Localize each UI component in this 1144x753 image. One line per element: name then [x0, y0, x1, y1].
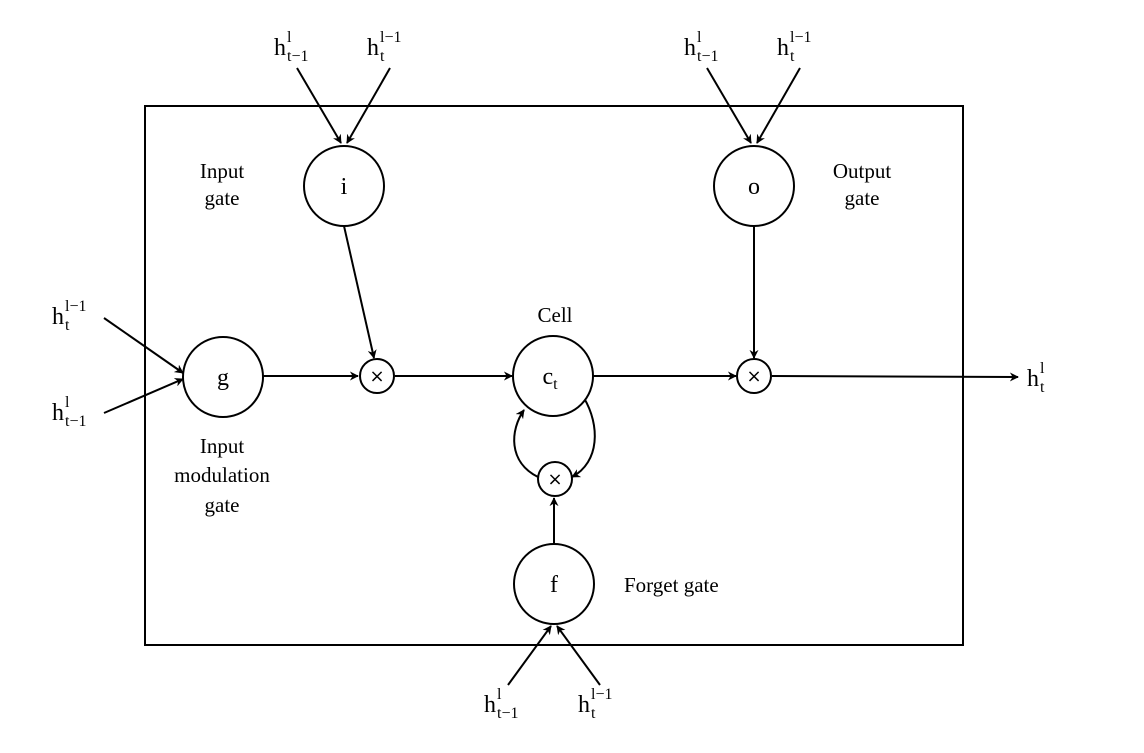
- hidden-input-prev-time-base: h: [274, 35, 286, 61]
- hidden-input-prev-layer-sup: l−1: [790, 29, 811, 46]
- modulation-gate-label-line3: gate: [205, 493, 240, 517]
- arrow-input-to-g-gate-prev-layer: [103, 317, 184, 374]
- arrow-input-to-f-gate-prev-time: [507, 625, 552, 686]
- hidden-input-prev-layer-sub: t: [790, 48, 795, 65]
- forget-gate-symbol: f: [550, 572, 558, 598]
- forget-multiply-node: ×: [537, 461, 573, 497]
- hidden-input-prev-time-sub: t−1: [497, 705, 518, 722]
- input-multiply-symbol: ×: [369, 366, 384, 387]
- cell-symbol-subscript: t: [553, 376, 558, 393]
- hidden-input-prev-layer-sub: t: [65, 317, 70, 334]
- hidden-input-prev-layer-sup: l−1: [65, 298, 86, 315]
- hidden-input-prev-layer-label: h l−1 t: [367, 29, 401, 65]
- hidden-input-prev-time-sup: l: [697, 29, 702, 46]
- hidden-input-prev-layer-label: h l−1 t: [578, 686, 612, 722]
- hidden-input-prev-layer-sup: l−1: [380, 29, 401, 46]
- arrow-cell-to-forget-multiply: [571, 397, 596, 478]
- hidden-input-prev-time-sub: t−1: [287, 48, 308, 65]
- input-gate-label-line1: Input: [200, 159, 244, 183]
- hidden-input-prev-layer-base: h: [367, 35, 379, 61]
- hidden-input-prev-time-sup: l: [287, 29, 292, 46]
- arrow-input-to-f-gate-prev-layer: [556, 625, 601, 686]
- modulation-gate-label-line2: modulation: [174, 463, 270, 487]
- arrow-input-to-i-gate-prev-layer: [346, 67, 391, 144]
- hidden-output-label: h l t: [1027, 360, 1045, 396]
- hidden-input-prev-time-sup: l: [65, 394, 70, 411]
- input-gate-label-line2: gate: [205, 186, 240, 210]
- modulation-gate-symbol: g: [217, 365, 229, 391]
- input-gate-symbol: i: [341, 174, 348, 200]
- modulation-gate-label-line1: Input: [200, 434, 244, 458]
- arrow-i-to-input-multiply: [343, 225, 377, 359]
- cell-label: Cell: [538, 303, 573, 327]
- arrow-input-to-o-gate-prev-time: [706, 67, 752, 144]
- hidden-input-prev-layer-sub: t: [591, 705, 596, 722]
- input-multiply-node: ×: [359, 358, 395, 394]
- arrow-input-to-o-gate-prev-layer: [756, 67, 801, 144]
- forget-gate-label: Forget gate: [624, 573, 719, 597]
- hidden-input-prev-time-base: h: [484, 692, 496, 718]
- hidden-output-sub: t: [1040, 379, 1045, 396]
- forget-gate-node: f: [513, 543, 595, 625]
- cell-boundary: [144, 105, 964, 646]
- hidden-input-prev-layer-base: h: [52, 304, 64, 330]
- hidden-input-prev-time-sup: l: [497, 686, 502, 703]
- arrow-input-to-i-gate-prev-time: [296, 67, 342, 144]
- hidden-input-prev-time-sub: t−1: [697, 48, 718, 65]
- forget-multiply-symbol: ×: [547, 469, 562, 490]
- hidden-input-prev-layer-label: h l−1 t: [777, 29, 811, 65]
- hidden-output-sup: l: [1040, 360, 1045, 377]
- output-multiply-node: ×: [736, 358, 772, 394]
- cell-symbol-base: c: [542, 364, 553, 390]
- hidden-input-prev-time-label: h l t−1: [274, 29, 308, 65]
- output-gate-node: o: [713, 145, 795, 227]
- output-multiply-symbol: ×: [746, 366, 761, 387]
- hidden-output-base: h: [1027, 366, 1039, 392]
- output-gate-label-line1: Output: [833, 159, 892, 183]
- hidden-input-prev-time-label: h l t−1: [684, 29, 718, 65]
- arrow-output-multiply-to-hidden-output: [771, 372, 1019, 382]
- hidden-input-prev-time-label: h l t−1: [52, 394, 86, 430]
- modulation-gate-node: g: [182, 336, 264, 418]
- cell-node: ct: [512, 335, 594, 417]
- hidden-input-prev-layer-sub: t: [380, 48, 385, 65]
- hidden-input-prev-layer-base: h: [777, 35, 789, 61]
- cell-symbol: ct: [542, 364, 558, 393]
- hidden-input-prev-time-label: h l t−1: [484, 686, 518, 722]
- output-gate-symbol: o: [748, 174, 760, 200]
- arrow-forget-multiply-to-cell: [513, 409, 539, 478]
- hidden-input-prev-time-base: h: [684, 35, 696, 61]
- arrow-input-to-g-gate-prev-time: [103, 378, 184, 414]
- hidden-input-prev-layer-base: h: [578, 692, 590, 718]
- hidden-input-prev-layer-sup: l−1: [591, 686, 612, 703]
- input-gate-node: i: [303, 145, 385, 227]
- hidden-input-prev-time-base: h: [52, 400, 64, 426]
- output-gate-label-line2: gate: [845, 186, 880, 210]
- hidden-input-prev-time-sub: t−1: [65, 413, 86, 430]
- hidden-input-prev-layer-label: h l−1 t: [52, 298, 86, 334]
